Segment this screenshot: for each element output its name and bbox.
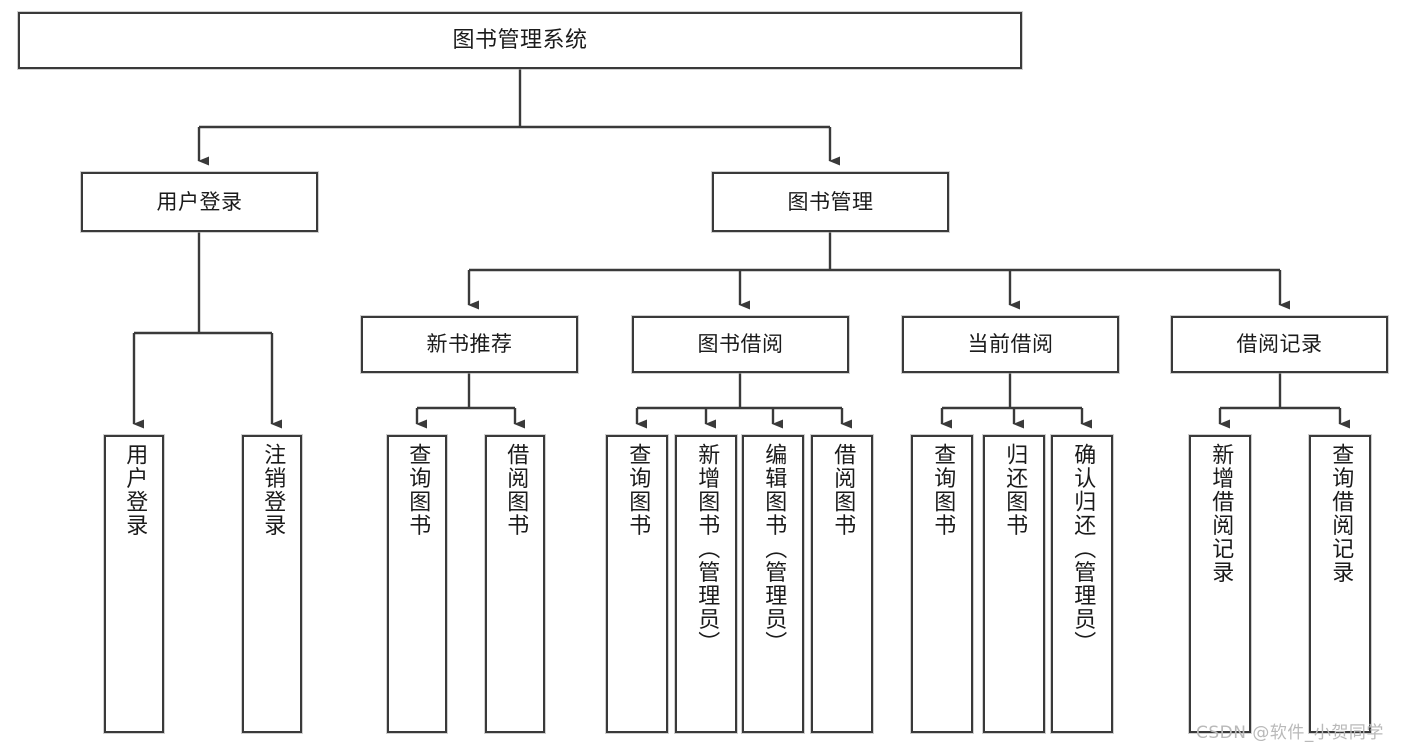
node-leaf12[interactable]: 新增借阅记录 (1189, 435, 1251, 733)
node-leaf11[interactable]: 确认归还（管理员） (1051, 435, 1113, 733)
csdn-watermark: CSDN @软件_小贺同学 (1196, 723, 1384, 743)
node-root[interactable]: 图书管理系统 (18, 12, 1022, 69)
node-records[interactable]: 借阅记录 (1171, 316, 1388, 373)
node-label: 编辑图书（管理员） (761, 443, 787, 655)
node-label: 查询图书 (930, 443, 956, 537)
node-label: 图书借阅 (697, 332, 784, 357)
node-leaf4[interactable]: 借阅图书 (485, 435, 545, 733)
node-leaf8[interactable]: 借阅图书 (811, 435, 873, 733)
node-label: 归还图书 (1002, 443, 1028, 537)
node-label: 借阅图书 (503, 443, 529, 537)
node-label: 查询图书 (405, 443, 431, 537)
node-label: 图书管理系统 (452, 27, 588, 53)
node-label: 新增借阅记录 (1208, 443, 1234, 584)
node-label: 借阅记录 (1236, 332, 1323, 357)
node-label: 借阅图书 (830, 443, 856, 537)
node-label: 查询借阅记录 (1328, 443, 1354, 584)
node-leaf10[interactable]: 归还图书 (983, 435, 1045, 733)
node-newbook[interactable]: 新书推荐 (361, 316, 578, 373)
node-leaf6[interactable]: 新增图书（管理员） (675, 435, 737, 733)
node-borrow[interactable]: 图书借阅 (632, 316, 849, 373)
node-bookmgmt[interactable]: 图书管理 (712, 172, 949, 232)
node-leaf3[interactable]: 查询图书 (387, 435, 447, 733)
node-leaf7[interactable]: 编辑图书（管理员） (742, 435, 804, 733)
node-leaf9[interactable]: 查询图书 (911, 435, 973, 733)
node-label: 新增图书（管理员） (694, 443, 720, 655)
node-label: 新书推荐 (426, 332, 513, 357)
node-label: 查询图书 (625, 443, 651, 537)
node-leaf2[interactable]: 注销登录 (242, 435, 302, 733)
node-label: 用户登录 (156, 189, 243, 214)
node-label: 确认归还（管理员） (1070, 443, 1096, 655)
node-label: 图书管理 (787, 189, 874, 214)
node-current[interactable]: 当前借阅 (902, 316, 1119, 373)
node-label: 注销登录 (260, 443, 286, 537)
node-leaf1[interactable]: 用户登录 (104, 435, 164, 733)
node-label: 用户登录 (122, 443, 148, 537)
node-leaf5[interactable]: 查询图书 (606, 435, 668, 733)
node-login[interactable]: 用户登录 (81, 172, 318, 232)
node-label: 当前借阅 (967, 332, 1054, 357)
node-leaf13[interactable]: 查询借阅记录 (1309, 435, 1371, 733)
